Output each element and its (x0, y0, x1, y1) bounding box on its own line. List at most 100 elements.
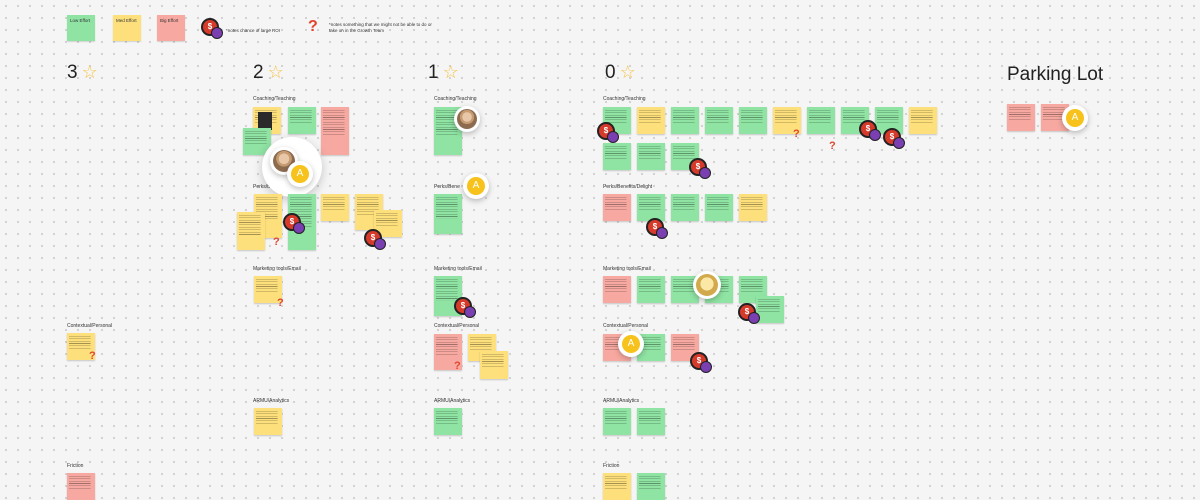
sticky-note[interactable] (434, 408, 462, 435)
sticky-note[interactable] (434, 194, 462, 234)
parking-lot-header: Parking Lot (1007, 64, 1104, 85)
sticky-note[interactable] (637, 194, 665, 221)
collaborator-avatar[interactable] (454, 106, 480, 132)
section-perks-1: Perks/Bene (434, 184, 460, 190)
sticky-note[interactable] (739, 107, 767, 134)
question-icon: ? (273, 236, 280, 248)
question-icon: ? (308, 18, 318, 35)
section-marketing-1: Marketing tools/Email (434, 266, 482, 272)
roi-icon: $ (597, 122, 619, 143)
question-icon: ? (89, 350, 96, 362)
column-2-header: 2☆ (253, 62, 284, 84)
roi-icon: $ (883, 128, 905, 149)
legend-roi-note: *notes chance of large ROI (226, 28, 281, 33)
cursor-avatar-a[interactable]: A (1062, 105, 1088, 131)
sticky-note[interactable] (637, 408, 665, 435)
roi-icon: $ (689, 158, 711, 179)
section-marketing-2: Marketing tools/Email (253, 266, 301, 272)
cursor-letter: A (291, 165, 309, 183)
sticky-note[interactable] (705, 107, 733, 134)
section-perks-0: Perks/Benefits/Delight (603, 184, 653, 190)
legend-big-effort[interactable]: Big Effort (157, 15, 185, 41)
cursor-letter: A (467, 177, 485, 195)
cursor-letter: A (622, 335, 640, 353)
sticky-note[interactable] (67, 333, 95, 360)
sticky-note[interactable] (243, 128, 271, 155)
legend-low-label: Low Effort (70, 18, 91, 23)
sticky-note[interactable] (288, 107, 316, 134)
sticky-note[interactable] (603, 194, 631, 221)
roi-icon: $ (859, 120, 881, 141)
column-0-number: 0 (605, 62, 616, 83)
sticky-note[interactable] (875, 107, 903, 134)
sticky-note[interactable] (637, 143, 665, 170)
roi-icon: $ (201, 18, 223, 39)
roi-icon: $ (283, 213, 305, 234)
cursor-avatar-a[interactable]: A (618, 331, 644, 357)
question-icon: ? (454, 360, 461, 372)
section-coaching-2: Coaching/Teaching (253, 96, 296, 102)
section-marketing-0: Marketing tools/Email (603, 266, 651, 272)
section-armu-0: ARMU/Analytics (603, 398, 640, 404)
legend-med-label: Med Effort (116, 18, 137, 23)
section-armu-2: ARMU/Analytics (253, 398, 290, 404)
section-friction-0: Friction (603, 463, 620, 469)
cursor-avatar-a[interactable]: A (463, 173, 489, 199)
legend-low-effort[interactable]: Low Effort (67, 15, 95, 41)
sticky-note[interactable] (705, 194, 733, 221)
legend-med-effort[interactable]: Med Effort (113, 15, 141, 41)
question-icon: ? (829, 140, 836, 152)
sticky-note[interactable] (671, 107, 699, 134)
column-2-number: 2 (253, 62, 264, 83)
question-icon: ? (793, 128, 800, 140)
sticky-note[interactable] (637, 276, 665, 303)
sticky-note[interactable] (67, 473, 95, 500)
cursor-avatar-a[interactable]: A (287, 161, 313, 187)
sticky-note[interactable] (237, 212, 265, 250)
sticky-note[interactable] (254, 276, 282, 303)
sticky-note[interactable] (637, 473, 665, 500)
sticky-note[interactable] (637, 107, 665, 134)
collaborator-avatar[interactable] (693, 271, 721, 299)
column-1-number: 1 (428, 62, 439, 83)
sticky-note[interactable] (321, 194, 349, 221)
column-0-header: 0☆ (605, 62, 636, 84)
sticky-note[interactable] (603, 276, 631, 303)
column-1-header: 1☆ (428, 62, 459, 84)
sticky-note[interactable] (739, 276, 767, 303)
sticky-note[interactable] (480, 351, 508, 379)
section-armu-1: ARMU/Analytics (434, 398, 471, 404)
roi-icon: $ (738, 303, 760, 324)
section-contextual-0: Contextual/Personal (603, 323, 649, 329)
sticky-note[interactable] (603, 143, 631, 170)
section-coaching-1: Coaching/Teaching (434, 96, 477, 102)
sticky-note[interactable] (468, 334, 496, 361)
sticky-note[interactable] (773, 107, 801, 134)
sticky-note[interactable] (321, 107, 349, 155)
star-icon: ☆ (619, 62, 636, 82)
section-contextual-1: Contextual/Personal (434, 323, 480, 329)
roi-icon: $ (646, 218, 668, 239)
section-coaching-0: Coaching/Teaching (603, 96, 646, 102)
sticky-note[interactable] (807, 107, 835, 134)
roi-icon: $ (690, 352, 712, 373)
question-icon: ? (277, 297, 284, 309)
photo-thumbnail (258, 112, 272, 130)
sticky-note[interactable] (254, 408, 282, 435)
sticky-note[interactable] (374, 210, 402, 237)
sticky-note[interactable] (434, 334, 462, 370)
sticky-note[interactable] (603, 473, 631, 500)
section-contextual-3: Contextual/Personal (67, 323, 113, 329)
column-3-header: 3☆ (67, 62, 98, 84)
sticky-note[interactable] (1007, 104, 1035, 131)
section-perks-2: Perks/Bene (253, 184, 279, 190)
sticky-note[interactable] (603, 408, 631, 435)
star-icon: ☆ (81, 62, 98, 82)
sticky-note[interactable] (756, 296, 784, 323)
cursor-letter: A (1066, 109, 1084, 127)
star-icon: ☆ (442, 62, 459, 82)
sticky-note[interactable] (671, 194, 699, 221)
sticky-note[interactable] (739, 194, 767, 221)
roi-icon: $ (454, 297, 476, 318)
sticky-note[interactable] (909, 107, 937, 134)
